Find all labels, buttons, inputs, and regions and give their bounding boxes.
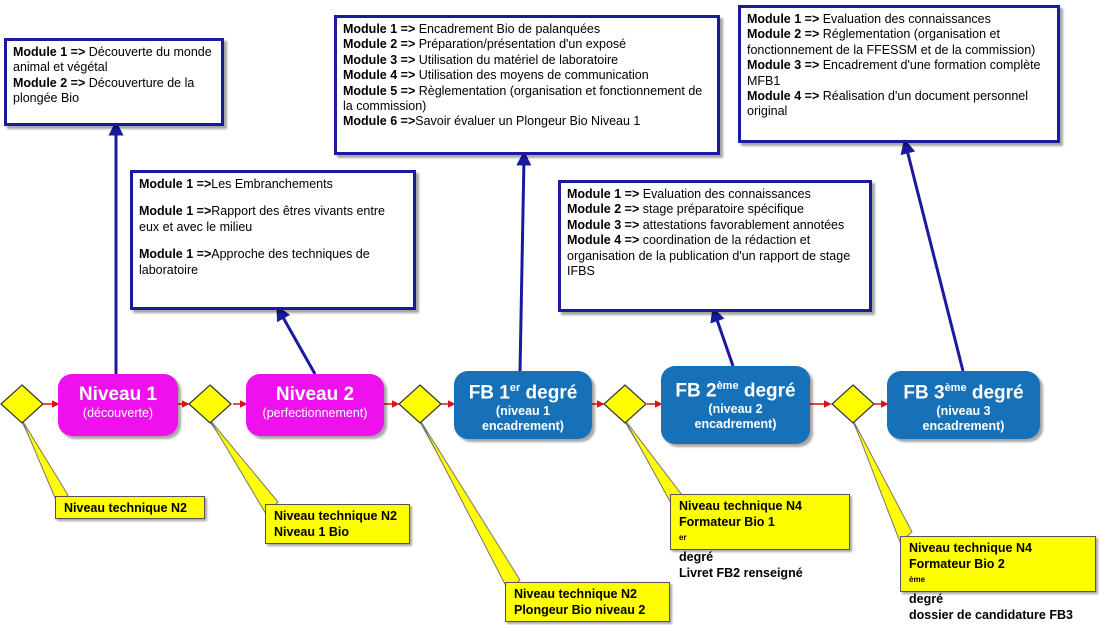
step-fb1-title: FB 1er degré — [468, 382, 578, 404]
diamond-1 — [0, 384, 44, 424]
step-niveau1-title: Niveau 1 — [78, 384, 158, 405]
callout-prereq-niveau1: Niveau technique N2 — [55, 496, 205, 519]
diamond-2 — [188, 384, 232, 424]
diamond-5 — [831, 384, 875, 424]
step-niveau2-sub: (perfectionnement) — [262, 406, 368, 420]
step-fb3-title: FB 3ème degré — [903, 382, 1024, 404]
modules-niveau2-box: Module 1 =>Les Embranchements Module 1 =… — [130, 170, 416, 310]
step-niveau1: Niveau 1 (découverte) — [58, 374, 178, 436]
step-fb3: FB 3ème degré (niveau 3 encadrement) — [887, 371, 1040, 439]
modules-fb3-box: Module 1 => Evaluation des connaissances… — [738, 5, 1060, 143]
diamond-3 — [398, 384, 442, 424]
callout-tail-3 — [419, 419, 521, 591]
step-niveau2-title: Niveau 2 — [275, 384, 355, 405]
module-arrows — [108, 120, 965, 375]
diamond-4 — [603, 384, 647, 424]
modules-niveau1-box: Module 1 => Découverte du monde animal e… — [4, 38, 224, 126]
step-niveau1-sub: (découverte) — [82, 406, 154, 420]
step-fb1: FB 1er degré (niveau 1 encadrement) — [454, 371, 592, 439]
step-fb2-title: FB 2ème degré — [675, 380, 796, 402]
step-fb2: FB 2ème degré (niveau 2 encadrement) — [661, 366, 810, 444]
modules-fb1-box: Module 1 => Encadrement Bio de palanquée… — [334, 15, 720, 155]
modules-fb2-box: Module 1 => Evaluation des connaissances… — [558, 180, 872, 312]
step-niveau2: Niveau 2 (perfectionnement) — [246, 374, 384, 436]
callout-tail-1 — [21, 419, 69, 506]
callout-prereq-niveau2: Niveau technique N2 Niveau 1 Bio — [265, 504, 410, 544]
callout-prereq-fb1: Niveau technique N2 Plongeur Bio niveau … — [505, 582, 670, 622]
